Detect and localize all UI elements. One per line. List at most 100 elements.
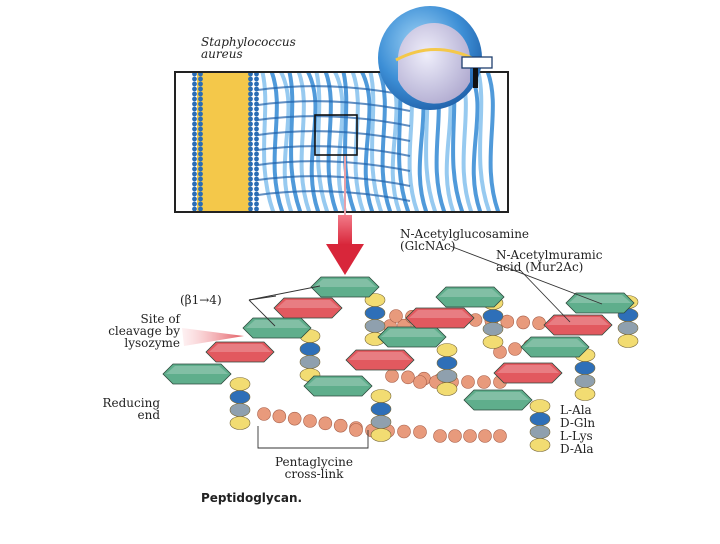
glycine-bead [318,416,333,431]
pentaglycine-label-line2: cross-link [284,467,344,481]
lipid-head [192,181,197,187]
lipid-head [198,156,203,162]
glycine-bead [349,423,363,437]
lipid-head [192,136,197,142]
glycine-bead [389,309,403,323]
l-lys-bead [436,369,458,383]
reducing-label-line1: Reducing [102,396,160,410]
lipid-head [248,126,253,132]
lipid-head [198,116,203,122]
d-gln-bead [299,342,321,356]
organism-label-line2: aureus [201,47,243,61]
glycine-bead [508,342,522,356]
lipid-head [254,166,259,172]
cleavage-pointer [182,328,244,346]
wall-fiber [485,72,501,212]
glycine-bead [532,316,546,331]
l-ala-bead [436,343,458,357]
lipid-head [198,186,203,192]
lipid-head [198,111,203,117]
lipid-head [192,156,197,162]
murnac-label-line1: N-Acetylmuramic [496,248,603,262]
wall-fiber [332,72,348,212]
amino-acid-label-1: L-Ala [560,403,592,417]
amino-acid-label-4: D-Ala [560,442,594,456]
l-lys-bead [299,355,321,369]
lipid-head [248,72,253,77]
glycine-bead [500,314,515,329]
lipid-head [254,141,259,147]
lipid-head [254,161,259,167]
lipid-head [254,126,259,132]
lipid-head [254,106,259,112]
lipid-head [248,171,253,177]
wall-fiber [260,72,276,212]
lipid-head [198,161,203,167]
lipid-head [192,96,197,102]
l-lys-bead [529,425,551,439]
d-ala-bead [370,428,392,442]
lipid-head [254,86,259,92]
l-lys-bead [617,321,639,335]
d-ala-bead [574,387,596,401]
wall-crossfiber [257,160,411,172]
glycine-bead [477,375,491,389]
zoom-square [314,114,358,156]
lipid-head [192,176,197,182]
glcnac-hexagon [303,375,373,397]
lipid-head [198,86,203,92]
lipid-head [254,91,259,97]
lipid-head [192,191,197,197]
glycine-bead [413,375,427,389]
lipid-head [254,176,259,182]
lipid-head [254,196,259,202]
glycine-bead [287,411,302,426]
glcnac-hexagon [162,363,232,385]
lipid-head [198,196,203,202]
d-gln-bead [364,306,386,320]
lipid-head [248,116,253,122]
l-lys-bead [482,322,504,336]
lipid-head [248,176,253,182]
lipid-head [192,151,197,157]
lipid-head [192,161,197,167]
cleavage-label-line1: Site of [140,312,180,326]
wall-fiber [305,72,321,212]
lipid-head [254,121,259,127]
murnac-hexagon [205,341,275,363]
lipid-head [254,191,259,197]
lipid-head [254,186,259,192]
lipid-head [192,101,197,107]
l-lys-bead [229,403,251,417]
lipid-head [254,101,259,107]
murnac-hexagon [273,297,343,319]
lipid-head [198,181,203,187]
lipid-head [198,131,203,137]
wall-crossfiber [257,115,411,127]
murnac-label-line2: acid (Mur2Ac) [496,260,584,274]
lipid-head [198,206,203,212]
d-gln-bead [370,402,392,416]
lipid-head [248,151,253,157]
lipid-head [254,181,259,187]
lipid-head [198,136,203,142]
lipid-head [192,196,197,202]
lipid-head [254,136,259,142]
lipid-head [198,171,203,177]
d-ala-bead [436,382,458,396]
l-lys-bead [370,415,392,429]
glycine-bead [448,429,462,443]
glycine-bead [272,409,287,424]
glycine-bead [257,407,271,421]
inset-frame [174,71,509,213]
lipid-head [192,116,197,122]
lipid-head [198,141,203,147]
lipid-head [248,166,253,172]
lipid-head [198,91,203,97]
lipid-head [248,101,253,107]
lipid-head [254,81,259,87]
wall-fiber [341,72,357,212]
glycine-bead [397,424,411,439]
cleavage-label-line2: cleavage by [108,324,180,338]
